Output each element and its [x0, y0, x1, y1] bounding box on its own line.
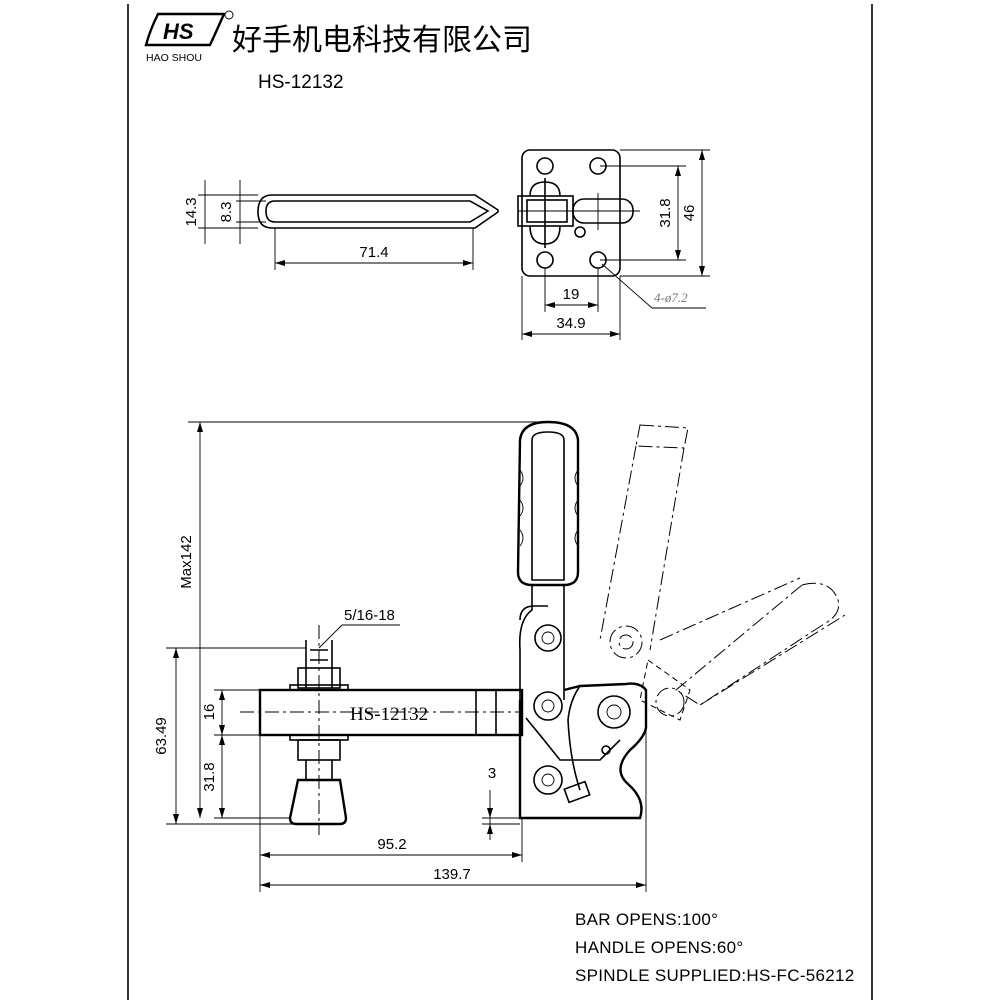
side-view: HS-12132 5/16-18 Max142 63.49: [153, 420, 846, 892]
dim-width-small: 31.8: [657, 198, 674, 227]
handle-loop-inner: [265, 200, 490, 223]
dim-height-outer: 14.3: [183, 197, 200, 226]
main-pivot: [597, 695, 631, 729]
logo-text: HS: [163, 19, 194, 44]
logo-subtext: HAO SHOU: [146, 52, 202, 64]
model-title: HS-12132: [258, 72, 344, 93]
spindle-tip: [288, 778, 348, 826]
handle-grip-inner: [531, 431, 565, 581]
spec-notes: BAR OPENS:100° HANDLE OPENS:60° SPINDLE …: [575, 910, 855, 985]
dim-height-inner: 8.3: [218, 202, 235, 223]
handle-loop-outer: [257, 194, 499, 229]
thread-spec: 5/16-18: [344, 607, 395, 624]
holes-callout: 4-ø7.2: [654, 290, 688, 305]
mount-hole: [536, 251, 554, 269]
note-spindle: SPINDLE SUPPLIED:HS-FC-56212: [575, 966, 855, 985]
dim-height-total: 63.49: [153, 717, 170, 755]
clamp-body: [518, 682, 648, 820]
dim-overall-length: 139.7: [433, 866, 471, 883]
mount-hole: [536, 157, 554, 175]
note-bar-opens: BAR OPENS:100°: [575, 910, 718, 929]
dim-base-width: 34.9: [556, 315, 585, 332]
dim-reach: 95.2: [377, 836, 406, 853]
handle-grip: [516, 420, 580, 587]
top-view: 14.3 8.3 71.4 31.8 46 19 34.9 4-ø7.2: [183, 149, 710, 340]
dim-hole-spacing: 19: [563, 286, 580, 303]
dim-max-height: Max142: [178, 535, 195, 588]
lower-pivot: [533, 765, 563, 795]
dim-bar-thickness: 16: [201, 704, 218, 721]
base-plate: [521, 149, 621, 277]
dim-bar-height: 31.8: [201, 762, 218, 791]
brand-logo: HS HAO SHOU: [144, 10, 234, 64]
company-name: 好手机电科技有限公司: [232, 23, 532, 58]
bar-model-label: HS-12132: [350, 704, 428, 725]
dim-offset: 3: [488, 765, 496, 782]
dim-width-large: 46: [681, 205, 698, 222]
note-handle-opens: HANDLE OPENS:60°: [575, 938, 743, 957]
spindle: [288, 625, 349, 835]
handle-open-phantom: [599, 424, 846, 721]
dim-handle-length: 71.4: [359, 244, 388, 261]
